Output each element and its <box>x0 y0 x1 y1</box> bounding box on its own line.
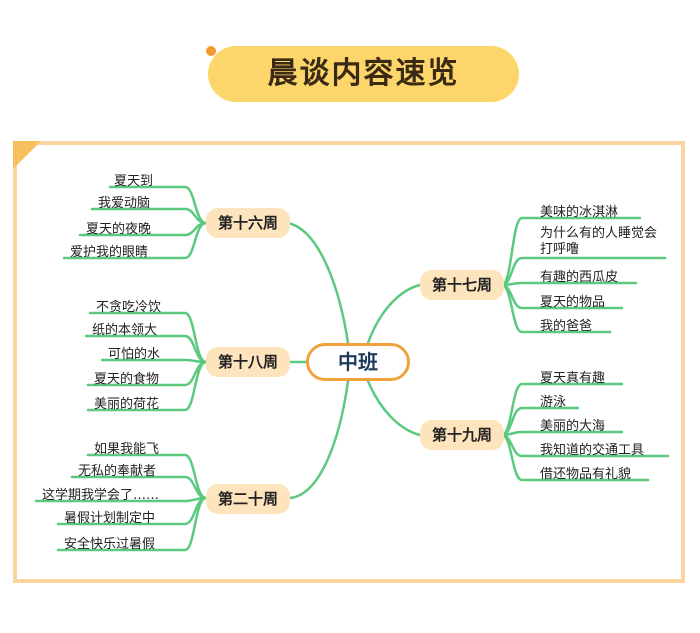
branch-node-week16: 第十六周 <box>206 208 290 238</box>
leaf-week20-4: 暑假计划制定中 <box>64 511 156 526</box>
leaf-week16-1: 夏天到 <box>114 174 154 189</box>
leaf-week17-3: 有趣的西瓜皮 <box>540 270 619 285</box>
leaf-week18-1: 不贪吃冷饮 <box>96 300 162 315</box>
branch-node-week17: 第十七周 <box>420 270 504 300</box>
leaf-week18-2: 纸的本领大 <box>92 323 158 338</box>
leaf-week18-5: 美丽的荷花 <box>94 397 160 412</box>
branch-node-week19: 第十九周 <box>420 420 504 450</box>
title-dot <box>206 46 216 56</box>
leaf-week20-2: 无私的奉献者 <box>78 464 157 479</box>
leaf-week19-2: 游泳 <box>540 395 567 410</box>
leaf-week19-4: 我知道的交通工具 <box>540 443 645 458</box>
page-title: 晨谈内容速览 <box>267 56 460 91</box>
leaf-week19-3: 美丽的大海 <box>540 419 606 434</box>
branch-node-week20: 第二十周 <box>206 484 290 514</box>
leaf-week20-1: 如果我能飞 <box>94 442 160 457</box>
panel-corner-fold <box>13 141 41 169</box>
leaf-week20-5: 安全快乐过暑假 <box>64 537 156 552</box>
leaf-week17-1: 美味的冰淇淋 <box>540 205 619 220</box>
link-center-b17 <box>366 283 422 345</box>
leaf-week19-1: 夏天真有趣 <box>540 371 606 386</box>
leaf-week19-5: 借还物品有礼貌 <box>540 467 632 482</box>
leaf-week16-3: 夏天的夜晚 <box>86 222 152 237</box>
branch-node-week18: 第十八周 <box>206 347 290 377</box>
leaf-week18-3: 可怕的水 <box>108 347 161 362</box>
link-center-b19 <box>366 379 422 437</box>
leaf-week17-4: 夏天的物品 <box>540 295 606 310</box>
center-node: 中班 <box>306 343 410 381</box>
title-pill <box>208 46 519 102</box>
link-center-b16 <box>286 221 350 345</box>
link-center-b20 <box>288 379 350 500</box>
title-banner: 晨谈内容速览 <box>208 46 519 102</box>
leaf-week16-2: 我爱动脑 <box>98 196 151 211</box>
leaf-week18-4: 夏天的食物 <box>94 372 160 387</box>
leaf-week16-4: 爱护我的眼睛 <box>70 245 149 260</box>
leaf-week17-5: 我的爸爸 <box>540 319 593 334</box>
leaf-week17-2: 为什么有的人睡觉会打呼噜 <box>540 226 658 257</box>
leaf-week20-3: 这学期我学会了…… <box>42 488 160 503</box>
